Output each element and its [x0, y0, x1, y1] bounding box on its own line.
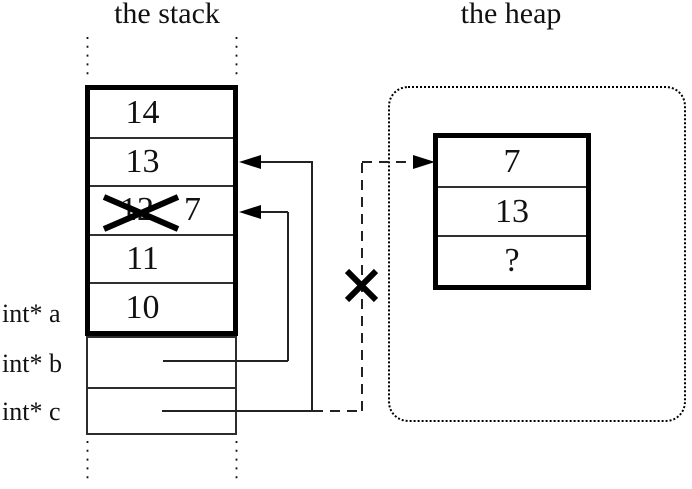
crossed-out-old-value: 12	[120, 191, 154, 229]
pointer-slots-box	[86, 336, 237, 435]
arrowhead-left-b-icon	[239, 205, 261, 219]
heap-title: the heap	[460, 0, 562, 30]
heap-cell-1: 13	[438, 185, 586, 236]
pointer-slot-c	[88, 389, 235, 433]
stack-cell-bottom: 10	[90, 282, 233, 331]
arrowhead-left-c-icon	[239, 155, 261, 169]
stack-cell-13: 13	[90, 136, 233, 186]
heap-cell-value: 7	[503, 142, 521, 180]
stack-cell-top: 14	[90, 90, 233, 137]
heap-cell-2: ?	[438, 235, 586, 285]
stack-title: the stack	[114, 0, 220, 30]
label-int-a: int* a	[2, 299, 61, 328]
heap-object-box: 7 13 ?	[433, 133, 591, 290]
heap-cell-value: ?	[504, 242, 520, 280]
label-int-c: int* c	[2, 397, 61, 426]
dangling-pointer-x-icon	[344, 268, 379, 303]
stack-cell-11: 11	[90, 233, 233, 283]
stack-cell-overwritten: 12 7	[90, 185, 233, 234]
heap-cell-0: 7	[438, 138, 586, 186]
stack-cell-value: 14	[125, 94, 160, 132]
label-int-b: int* b	[2, 349, 62, 378]
pointer-slot-b	[88, 338, 235, 389]
stack-cell-value: 11	[126, 240, 159, 278]
new-value: 7	[184, 191, 201, 229]
stack-cell-value: 13	[125, 142, 160, 180]
stack-cell-value: 10	[125, 288, 160, 326]
heap-cell-value: 13	[495, 192, 529, 230]
stack-frame-box: 14 13 12 7 11 10	[85, 85, 238, 336]
